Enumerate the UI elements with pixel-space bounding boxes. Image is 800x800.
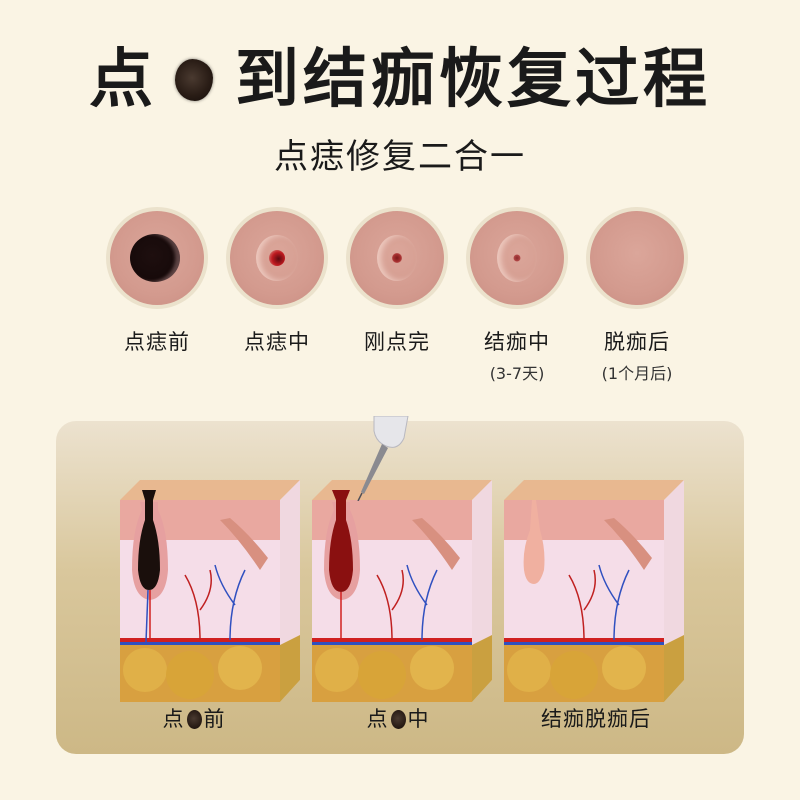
mole-icon (390, 709, 406, 729)
caption-prefix: 点 (366, 707, 389, 731)
skin-photo-healed (586, 207, 688, 309)
page-title: 点 到结痂恢复过程 (0, 40, 800, 120)
stage-just-done: 刚点完 (337, 207, 457, 357)
stage-label: 点痣前 (124, 330, 190, 354)
stage-treating: 点痣中 (217, 207, 337, 357)
skin-cross-section-before (120, 480, 300, 702)
caption-text: 结痂脱痂后 (541, 707, 651, 731)
skin-photo-treating (226, 207, 328, 309)
mole-icon (186, 709, 202, 729)
mole-icon (175, 59, 213, 101)
skin-photo-just-done (346, 207, 448, 309)
skin-cross-section-during (312, 480, 492, 702)
stage-label: 刚点完 (364, 330, 430, 354)
skin-layers-illustration (120, 480, 300, 702)
stage-label: 点痣中 (244, 330, 310, 354)
stage-healed: 脱痂后 (1个月后) (577, 207, 697, 385)
title-prefix: 点 (89, 43, 157, 117)
stage-label: 结痂中 (484, 330, 550, 354)
stage-label: 脱痂后 (604, 330, 670, 354)
skin-layers-illustration (312, 480, 492, 702)
stage-before: 点痣前 (97, 207, 217, 357)
skin-layers-illustration (504, 480, 684, 702)
skin-diagram-panel: 点 前 点 中 结痂脱痂后 (56, 416, 744, 754)
stage-sublabel: (3-7天) (489, 364, 545, 383)
skin-photo-scabbing (466, 207, 568, 309)
treatment-pen-icon (357, 416, 409, 501)
skin-photo-mole (106, 207, 208, 309)
caption-after: 结痂脱痂后 (496, 704, 696, 734)
caption-suffix: 前 (203, 707, 226, 731)
title-suffix: 到结痂恢复过程 (235, 43, 711, 117)
page-subtitle: 点痣修复二合一 (274, 137, 526, 177)
skin-cross-section-after (504, 480, 684, 702)
stage-scabbing: 结痂中 (3-7天) (457, 207, 577, 385)
caption-during: 点 中 (298, 704, 498, 734)
caption-before: 点 前 (94, 704, 294, 734)
caption-prefix: 点 (162, 707, 185, 731)
stage-sublabel: (1个月后) (601, 364, 673, 383)
caption-suffix: 中 (407, 707, 430, 731)
